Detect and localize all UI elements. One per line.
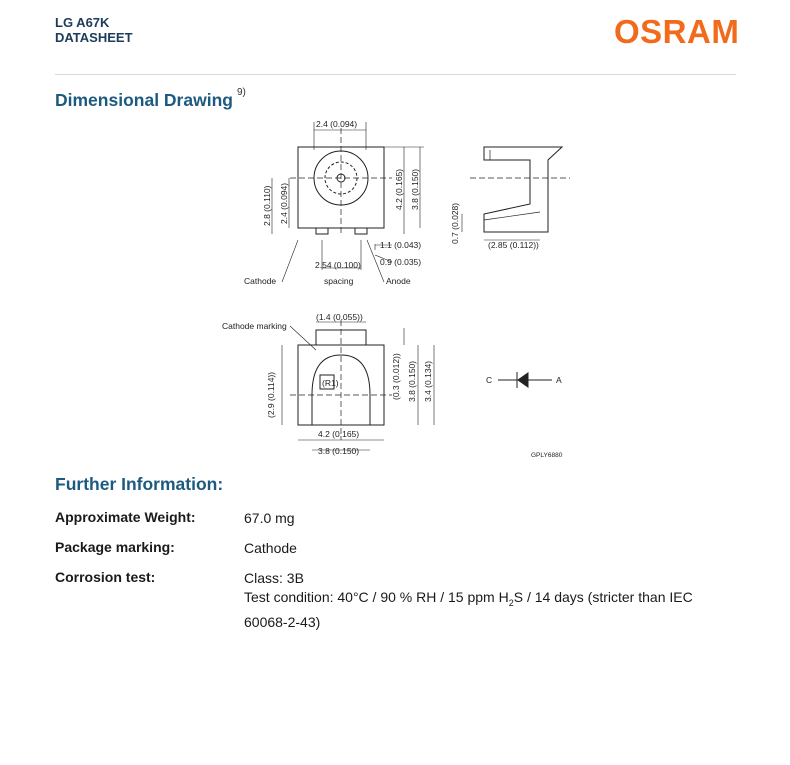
osram-logo: OSRAM (614, 13, 740, 50)
package-marking-label: Package marking: (55, 539, 175, 555)
dim-spacing-value: 2.54 (0.100) (315, 260, 361, 270)
document-code: LG A67K (55, 15, 110, 30)
dim-pad-b: 0.9 (0.035) (380, 257, 421, 267)
dim-r-c: 3.4 (0.134) (423, 361, 433, 402)
dim-radius: (R1) (322, 378, 339, 388)
cathode-marking-label: Cathode marking (222, 321, 287, 331)
corrosion-condition-pre: Test condition: 40°C / 90 % RH / 15 ppm … (244, 589, 509, 605)
diode-cathode-label: C (486, 375, 492, 385)
dim-left-inner: 2.4 (0.094) (279, 183, 289, 224)
dim-spacing-label: spacing (324, 276, 354, 286)
corrosion-test-value: Class: 3B Test condition: 40°C / 90 % RH… (244, 569, 714, 632)
document-header: LG A67K DATASHEET (55, 15, 133, 45)
corrosion-test-label: Corrosion test: (55, 569, 156, 585)
dim-r-b: 3.8 (0.150) (407, 361, 417, 402)
dim-left-outer: 2.8 (0.110) (262, 185, 272, 226)
weight-value: 67.0 mg (244, 510, 295, 526)
header-divider (55, 74, 736, 75)
cathode-label: Cathode (244, 276, 276, 286)
dim-side-width: (2.85 (0.112)) (488, 240, 539, 250)
document-type: DATASHEET (55, 30, 133, 45)
dim-right-b: 3.8 (0.150) (410, 169, 420, 210)
package-marking-value: Cathode (244, 540, 297, 556)
dim-right-a: 4.2 (0.165) (394, 169, 404, 210)
corrosion-condition-sub: 2 (508, 597, 514, 608)
corrosion-class: Class: 3B (244, 570, 304, 586)
dim-bottom-top: (1.4 (0.055)) (316, 312, 363, 322)
further-information-title: Further Information: (55, 474, 224, 494)
dim-side-height: 0.7 (0.028) (450, 203, 460, 244)
dimensional-drawing: 2.4 (0.094) 2.8 (0.110) 2.4 (0.094) 4.2 … (222, 119, 570, 459)
diode-symbol (517, 372, 529, 388)
dim-bottom-a: 4.2 (0.165) (318, 429, 359, 439)
footnote-marker: 9) (236, 87, 246, 99)
drawing-reference: GPLY6880 (531, 452, 563, 459)
dim-pad-a: 1.1 (0.043) (380, 240, 421, 250)
corrosion-condition-post: S / 14 days (stricter than IEC 60068-2-4… (244, 589, 693, 630)
corrosion-condition: Test condition: 40°C / 90 % RH / 15 ppm … (244, 588, 714, 632)
dim-bottom-b: 3.8 (0.150) (318, 446, 359, 456)
dim-left-height: (2.9 (0.114)) (266, 372, 276, 418)
side-view-body (483, 146, 564, 233)
dim-r-a: (0.3 (0.012)) (391, 353, 401, 400)
dimensional-drawing-title-text: Dimensional Drawing (55, 90, 233, 110)
weight-label: Approximate Weight: (55, 509, 196, 525)
dim-top-width: 2.4 (0.094) (316, 119, 357, 129)
top-view-pad-left (315, 227, 329, 235)
anode-label: Anode (386, 276, 411, 286)
front-view-lens (311, 354, 371, 425)
diode-anode-label: A (556, 375, 562, 385)
top-view-pad-right (354, 227, 368, 235)
